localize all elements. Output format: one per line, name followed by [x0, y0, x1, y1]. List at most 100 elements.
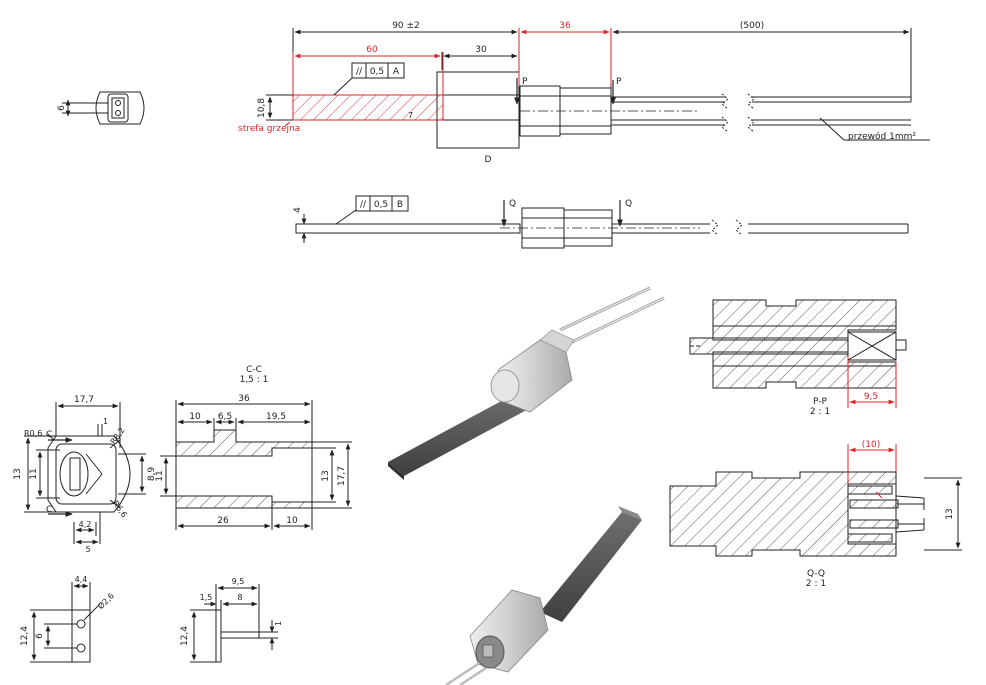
detail-label-d: D: [485, 155, 492, 165]
dim-red-60: 60: [366, 45, 378, 55]
terminal-dim-d26: Ø2,6: [96, 591, 117, 612]
section-qq: [669, 471, 962, 557]
conn-dim-17-7: 17,7: [74, 395, 94, 405]
section-cc-title: C-C: [246, 365, 262, 375]
tside-dim-1: 1: [274, 621, 283, 626]
top-view-red-dims: [284, 28, 612, 127]
terminal-side-view: [190, 584, 278, 663]
section-pp: [689, 299, 907, 389]
connector-front-oval: [59, 451, 89, 497]
cc-dim-36: 36: [238, 394, 250, 404]
section-pp-red-dim: [847, 356, 897, 408]
conn-section-c-top: C: [46, 430, 52, 440]
end-view: [62, 91, 145, 125]
conn-dim-11: 11: [29, 468, 39, 479]
section-mark-p-right: P: [616, 77, 622, 87]
cc-dim-10: 10: [189, 412, 201, 422]
side-view-strip: [295, 223, 521, 234]
cc-dim-19-5: 19,5: [266, 412, 286, 422]
cc-dim-6-5: 6,5: [218, 412, 232, 422]
tolerance-b-datum: B: [397, 200, 403, 210]
dim-10-8: 10,8: [257, 98, 267, 118]
conn-dim-5: 5: [85, 545, 90, 554]
heating-zone-label: strefa grzejna: [238, 124, 300, 134]
section-qq-body: [669, 471, 897, 557]
section-qq-scale: 2 : 1: [806, 579, 826, 589]
qq-dim-10: (10): [862, 440, 880, 450]
tolerance-b-symbol: //: [360, 200, 367, 210]
qq-dim-13: 13: [945, 508, 955, 519]
terminal-dim-4-4: 4,4: [75, 575, 88, 584]
conn-dim-r82: R8,2: [109, 426, 127, 446]
cc-dim-10b: 10: [286, 516, 298, 526]
terminal-front-hole-top: [76, 619, 86, 629]
tolerance-a-datum: A: [393, 67, 400, 77]
conn-dim-13: 13: [13, 468, 23, 479]
terminal-front-view: [30, 582, 101, 663]
heating-zone-area: [292, 94, 444, 121]
render-bottom: [445, 506, 642, 685]
tside-dim-1-5: 1,5: [200, 593, 213, 602]
terminal-front-hole-bottom: [76, 643, 86, 653]
tolerance-a-symbol: //: [356, 67, 363, 77]
conn-section-c-bottom: C: [46, 505, 52, 515]
terminal-side-pin: [220, 631, 260, 639]
connector-front-view: [24, 402, 146, 545]
conn-dim-1: 1: [103, 417, 108, 426]
tolerance-frame-a: // 0,5 A: [351, 62, 405, 79]
connector-front-outline: [47, 435, 131, 513]
dim-30: 30: [475, 45, 487, 55]
tside-dim-9-5: 9,5: [232, 577, 245, 586]
end-view-dim-6: 6: [57, 105, 67, 111]
section-pp-title: P-P: [813, 397, 827, 407]
connector-front-inner: [55, 443, 117, 505]
section-qq-title: Q-Q: [807, 569, 825, 579]
section-mark-q-left: Q: [509, 199, 516, 209]
dim-wire-500: (500): [740, 21, 764, 31]
section-mark-p-left: P: [522, 77, 528, 87]
conn-dim-4-2: 4,2: [79, 520, 92, 529]
end-view-body: [107, 93, 129, 123]
connector-sleeve-top: [559, 87, 612, 135]
section-mark-q-right: Q: [625, 199, 632, 209]
detail-box-d: [436, 71, 520, 149]
conn-dim-r66: R6,6: [111, 499, 129, 519]
end-view-strip: [111, 97, 125, 119]
dim-total-length: 90 ±2: [392, 21, 420, 31]
cc-dim-11: 11: [155, 470, 165, 481]
side-dim-4: 4: [293, 207, 303, 213]
conn-dim-8-9: 8,9: [147, 467, 157, 482]
section-pp-strip: [689, 337, 849, 355]
cc-dim-26: 26: [217, 516, 229, 526]
dim-red-36: 36: [559, 21, 571, 31]
section-cc-scale: 1,5 : 1: [240, 375, 269, 385]
end-view-pin-top: [115, 100, 121, 106]
end-view-pin-bottom: [115, 110, 121, 116]
end-view-outline: [95, 91, 145, 125]
render-bottom-strip: [540, 512, 642, 622]
tside-dim-12-4: 12,4: [180, 626, 190, 646]
terminal-dim-12-4: 12,4: [20, 626, 30, 646]
connector-front-slot: [69, 457, 81, 491]
terminal-side-plate: [215, 609, 222, 663]
conn-dim-r06: R0,6: [24, 429, 42, 438]
terminal-front-body: [71, 609, 91, 663]
top-view: [266, 28, 930, 149]
tolerance-frame-b: // 0,5 B: [355, 195, 409, 212]
terminal-dim-6: 6: [35, 633, 45, 639]
render-top-strip: [388, 392, 534, 476]
tolerance-b-value: 0,5: [374, 200, 388, 210]
section-cc: [160, 400, 352, 530]
tside-dim-8: 8: [237, 593, 242, 602]
section-qq-red-dim: [847, 444, 897, 499]
section-pp-scale: 2 : 1: [810, 407, 830, 417]
hatch-mark-7: 7: [408, 111, 413, 120]
wire-label: przewód 1mm²: [848, 131, 916, 142]
tolerance-a-value: 0,5: [370, 67, 384, 77]
pp-dim-9-5: 9,5: [864, 392, 878, 402]
render-top: [388, 286, 665, 480]
cc-dim-17-7: 17,7: [337, 466, 347, 486]
cc-dim-13: 13: [321, 470, 331, 481]
side-view: [295, 200, 909, 249]
